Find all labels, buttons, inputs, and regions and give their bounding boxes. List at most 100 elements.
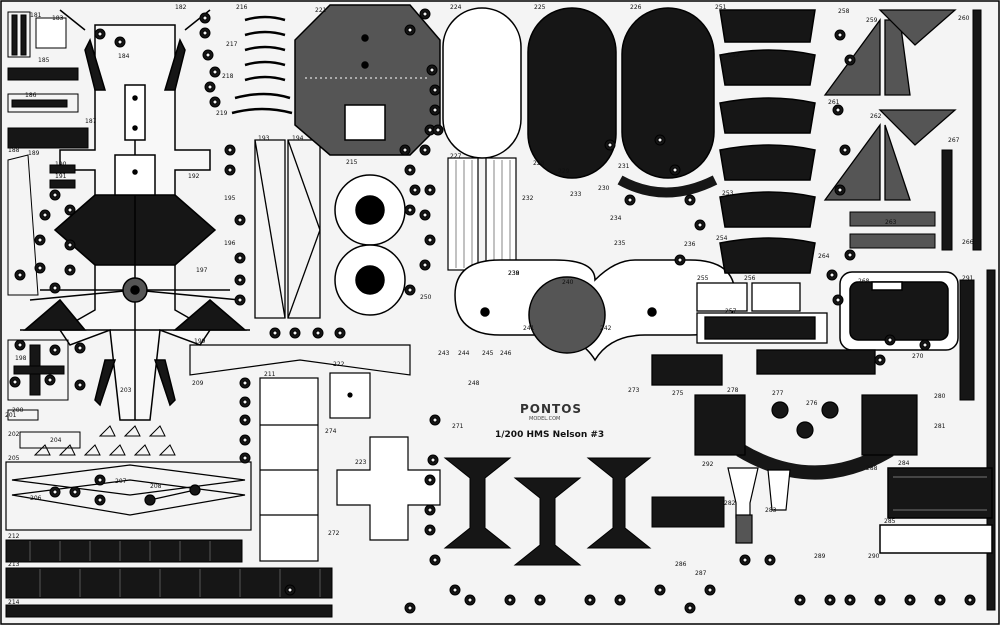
fitting-hole [52,285,58,291]
fitting-hole [77,382,83,388]
part-number-label: 262 [870,113,882,120]
left-column-parts [7,11,89,449]
fan-parts [694,394,918,456]
fitting-hole [427,507,433,513]
part-number-label: 259 [866,17,878,24]
fitting-hole [237,255,243,261]
triangle-parts-row [33,425,176,456]
fitting-hole [672,167,678,173]
fitting-hole [212,69,218,75]
fitting-hole [687,197,693,203]
part-number-label: 251 [715,4,727,11]
fitting-hole [847,57,853,63]
fitting-hole [627,197,633,203]
part-number-label: 201 [5,412,17,419]
fitting-hole [907,597,913,603]
window-frame-parts [651,282,876,386]
fitting-hole [287,587,293,593]
part-number-label: 285 [884,518,896,525]
part-number-label: 183 [52,15,64,22]
tall-frame-part [259,377,319,562]
fitting-hole [767,557,773,563]
fitting-hole [847,252,853,258]
fitting-hole [237,277,243,283]
fitting-hole [837,32,843,38]
fitting-hole [67,267,73,273]
part-number-label: 282 [724,500,736,507]
fitting-hole [697,222,703,228]
part-number-label: 260 [958,15,970,22]
part-number-label: 244 [458,350,470,357]
part-number-label: 250 [420,294,432,301]
part-number-label: 268 [858,278,870,285]
part-number-label: 245 [482,350,494,357]
sheet-title: 1/200 HMS Nelson #3 [495,430,604,440]
central-round-deck [454,259,736,362]
large-deck-part [294,4,441,156]
fitting-hole [97,497,103,503]
fitting-hole [52,192,58,198]
part-number-label: 256 [744,275,756,282]
fitting-hole [937,597,943,603]
rail-parts [231,15,293,115]
fitting-hole [407,27,413,33]
part-number-label: 238 [508,270,520,277]
part-number-label: 233 [570,191,582,198]
part-number-label: 243 [438,350,450,357]
fitting-hole [617,597,623,603]
part-number-label: 197 [196,267,208,274]
fitting-hole [47,377,53,383]
fitting-hole [17,272,23,278]
fitting-hole [432,417,438,423]
fitting-hole [202,15,208,21]
part-number-label: 261 [828,99,840,106]
part-number-label: 255 [697,275,709,282]
fitting-hole [242,417,248,423]
part-number-label: 217 [226,41,238,48]
triangle-panels [823,9,957,201]
part-number-label: 270 [912,353,924,360]
fitting-hole [427,187,433,193]
part-number-label: 239 [508,270,520,277]
part-number-label: 204 [50,437,62,444]
fitting-hole [227,147,233,153]
part-number-label: 271 [452,423,464,430]
fitting-hole [407,207,413,213]
part-number-label: 225 [534,4,546,11]
framed-hatch-part [839,271,959,351]
part-number-label: 196 [224,240,236,247]
part-number-label: 280 [934,393,946,400]
part-number-label: 223 [355,459,367,466]
fitting-hole [272,330,278,336]
fitting-hole [422,147,428,153]
part-number-label: 253 [722,190,734,197]
part-number-label: 189 [28,150,40,157]
fitting-hole [467,597,473,603]
tray-parts [719,9,816,274]
part-number-label: 215 [346,159,358,166]
part-number-label: 246 [500,350,512,357]
fitting-hole [292,330,298,336]
part-number-label: 188 [8,147,20,154]
fitting-hole [242,455,248,461]
ladder-parts [941,9,996,611]
part-number-label: 194 [292,135,304,142]
part-number-label: 274 [325,428,337,435]
part-number-label: 185 [38,57,50,64]
part-number-label: 291 [962,275,974,282]
grid-plate-part [651,496,725,528]
fitting-hole [707,587,713,593]
arc-parts [617,175,894,480]
part-number-label: 193 [258,135,270,142]
part-number-label: 242 [600,325,612,332]
part-number-label: 230 [598,185,610,192]
cross-platform-part [20,9,250,421]
fitting-hole [72,489,78,495]
chute-parts [727,467,791,544]
fitting-hole [435,127,441,133]
part-number-label: 207 [115,478,127,485]
part-number-label: 219 [216,110,228,117]
box-parts [329,372,441,541]
